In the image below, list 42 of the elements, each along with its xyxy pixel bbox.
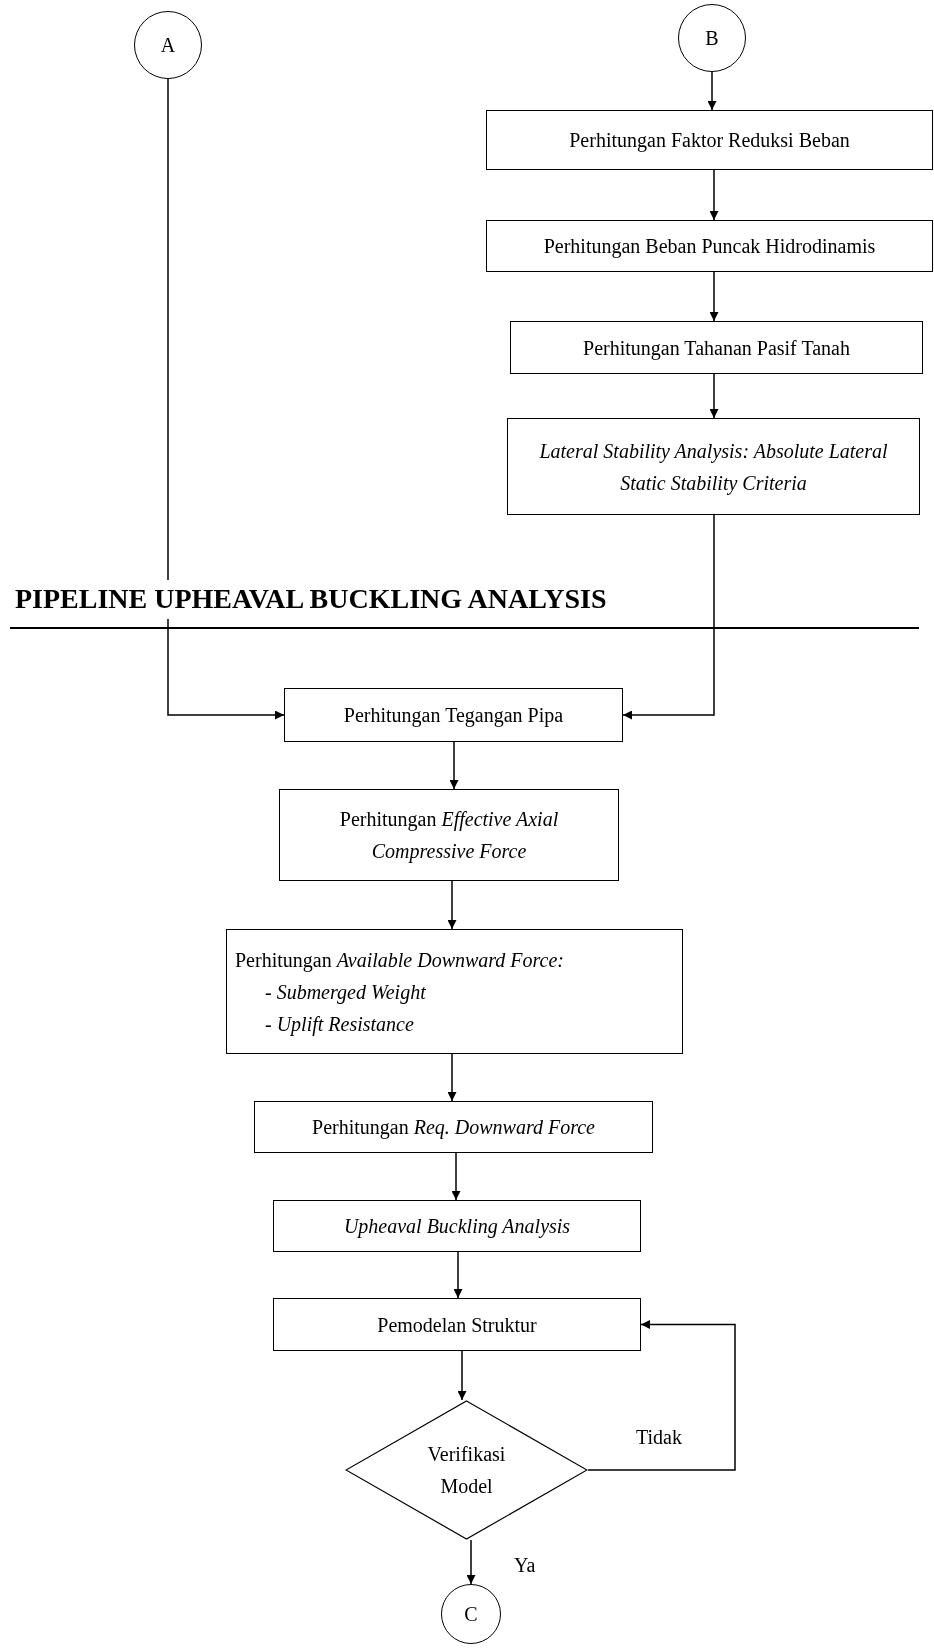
node-text: Lateral Stability Analysis: Absolute Lateral Static Stability Criteria	[538, 438, 889, 497]
process-box	[254, 1101, 653, 1153]
arrow	[457, 1350, 467, 1401]
process-box	[226, 929, 683, 1054]
node-text: - Uplift Resistance	[264, 1011, 414, 1038]
node-text: Verifikasi Model	[426, 1442, 507, 1499]
process-box	[486, 220, 933, 272]
arrow	[466, 1539, 476, 1585]
node-text: Perhitungan Effective Axial Compressive Force	[338, 807, 560, 865]
arrow	[709, 169, 719, 221]
node-text: Perhitungan Beban Puncak Hidrodinamis	[542, 234, 877, 260]
process-box	[279, 789, 619, 881]
arrow	[447, 1053, 457, 1102]
process-box	[273, 1200, 641, 1252]
process-box	[284, 688, 623, 742]
arrow	[447, 880, 457, 930]
node-text: Perhitungan Tahanan Pasif Tanah	[582, 335, 851, 362]
node-text: Upheaval Buckling Analysis	[342, 1214, 572, 1240]
node-text: - Submerged Weight	[264, 979, 426, 1006]
process-box	[486, 110, 933, 170]
node-text: Perhitungan Faktor Reduksi Beban	[568, 128, 851, 154]
decision-diamond	[345, 1400, 588, 1540]
node-text: Perhitungan Available Downward Force:	[235, 947, 565, 974]
node-text: Pemodelan Struktur	[376, 1312, 538, 1338]
arrow	[453, 1251, 463, 1299]
section-title: PIPELINE UPHEAVAL BUCKLING ANALYSIS	[15, 580, 607, 619]
process-box	[507, 418, 920, 515]
node-text: C	[463, 1602, 479, 1627]
arrow	[451, 1152, 461, 1201]
arrow	[587, 1320, 736, 1471]
node-text: B	[704, 26, 720, 51]
arrow	[622, 514, 715, 720]
arrow	[709, 271, 719, 322]
process-box	[273, 1298, 641, 1351]
process-box	[510, 321, 923, 374]
arrow	[449, 741, 459, 790]
arrow	[707, 71, 717, 111]
node-text: A	[159, 33, 177, 58]
arrow	[167, 78, 285, 720]
node-text: Perhitungan Req. Downward Force	[311, 1115, 596, 1141]
arrow	[709, 373, 719, 419]
node-text: Perhitungan Tegangan Pipa	[342, 703, 565, 729]
